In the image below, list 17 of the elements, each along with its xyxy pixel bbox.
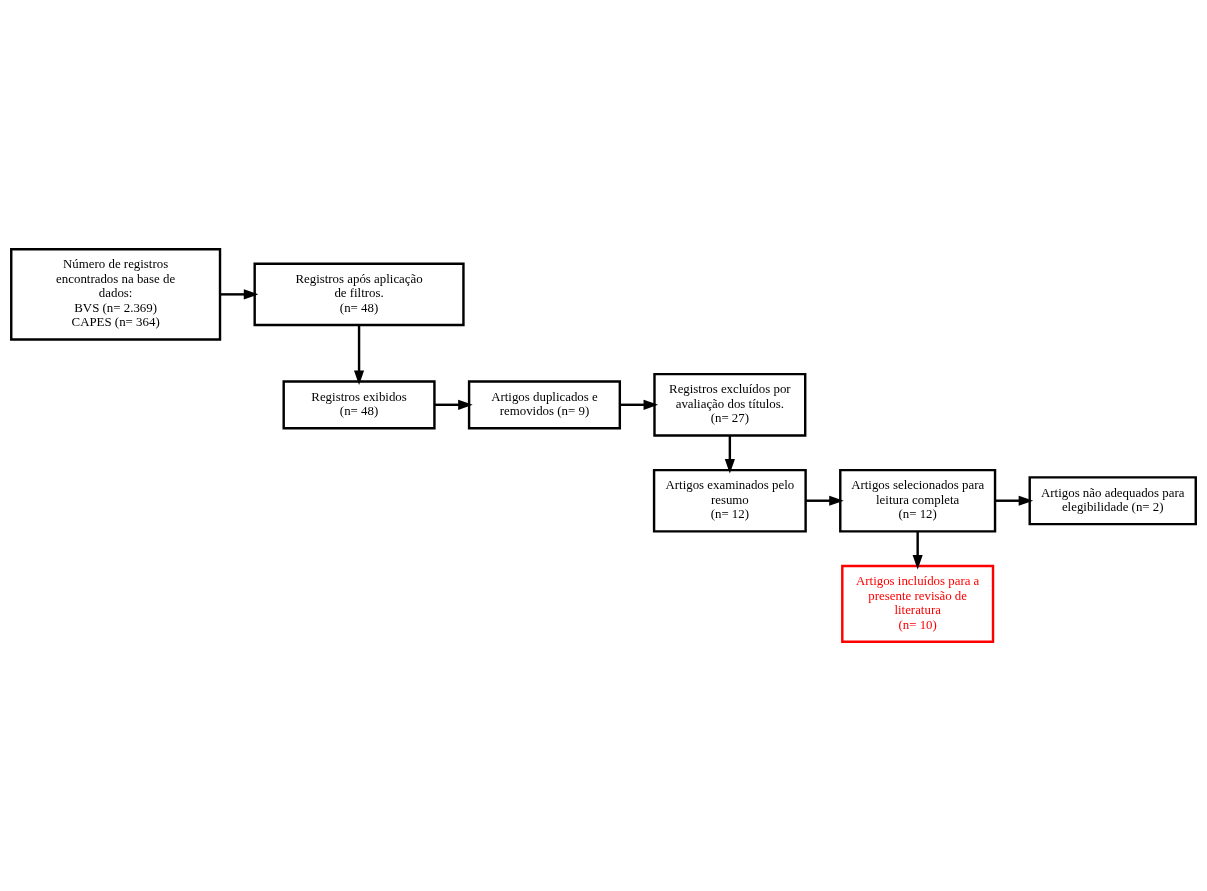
node-box: Artigos não adequados para elegibilidade (n= 2) (1028, 476, 1197, 526)
arrow (620, 399, 659, 410)
node-box: Registros excluídos por avaliação dos títulos. (n= 27) (653, 372, 807, 437)
arrow (434, 399, 473, 410)
arrow (724, 435, 735, 474)
node-box: Artigos selecionados para leitura completa (n= 12) (839, 468, 997, 533)
node-box: Artigos examinados pelo resumo (n= 12) (652, 468, 807, 533)
arrow (995, 495, 1034, 506)
arrow (805, 495, 844, 506)
node-box: Registros exibidos (n= 48) (282, 380, 436, 430)
arrow (353, 325, 365, 385)
node-box: Número de registros encontrados na base de dados: BVS (n= 2.369) CAPES (n= 364) (10, 248, 222, 341)
node-box: Artigos incluídos para a presente revisão de literatura (n= 10) (841, 564, 995, 643)
arrow (912, 531, 923, 570)
node-box: Artigos duplicados e removidos (n= 9) (467, 380, 622, 430)
node-box: Registros após aplicação de filtros. (n= 48) (253, 262, 465, 327)
arrow (220, 289, 259, 300)
